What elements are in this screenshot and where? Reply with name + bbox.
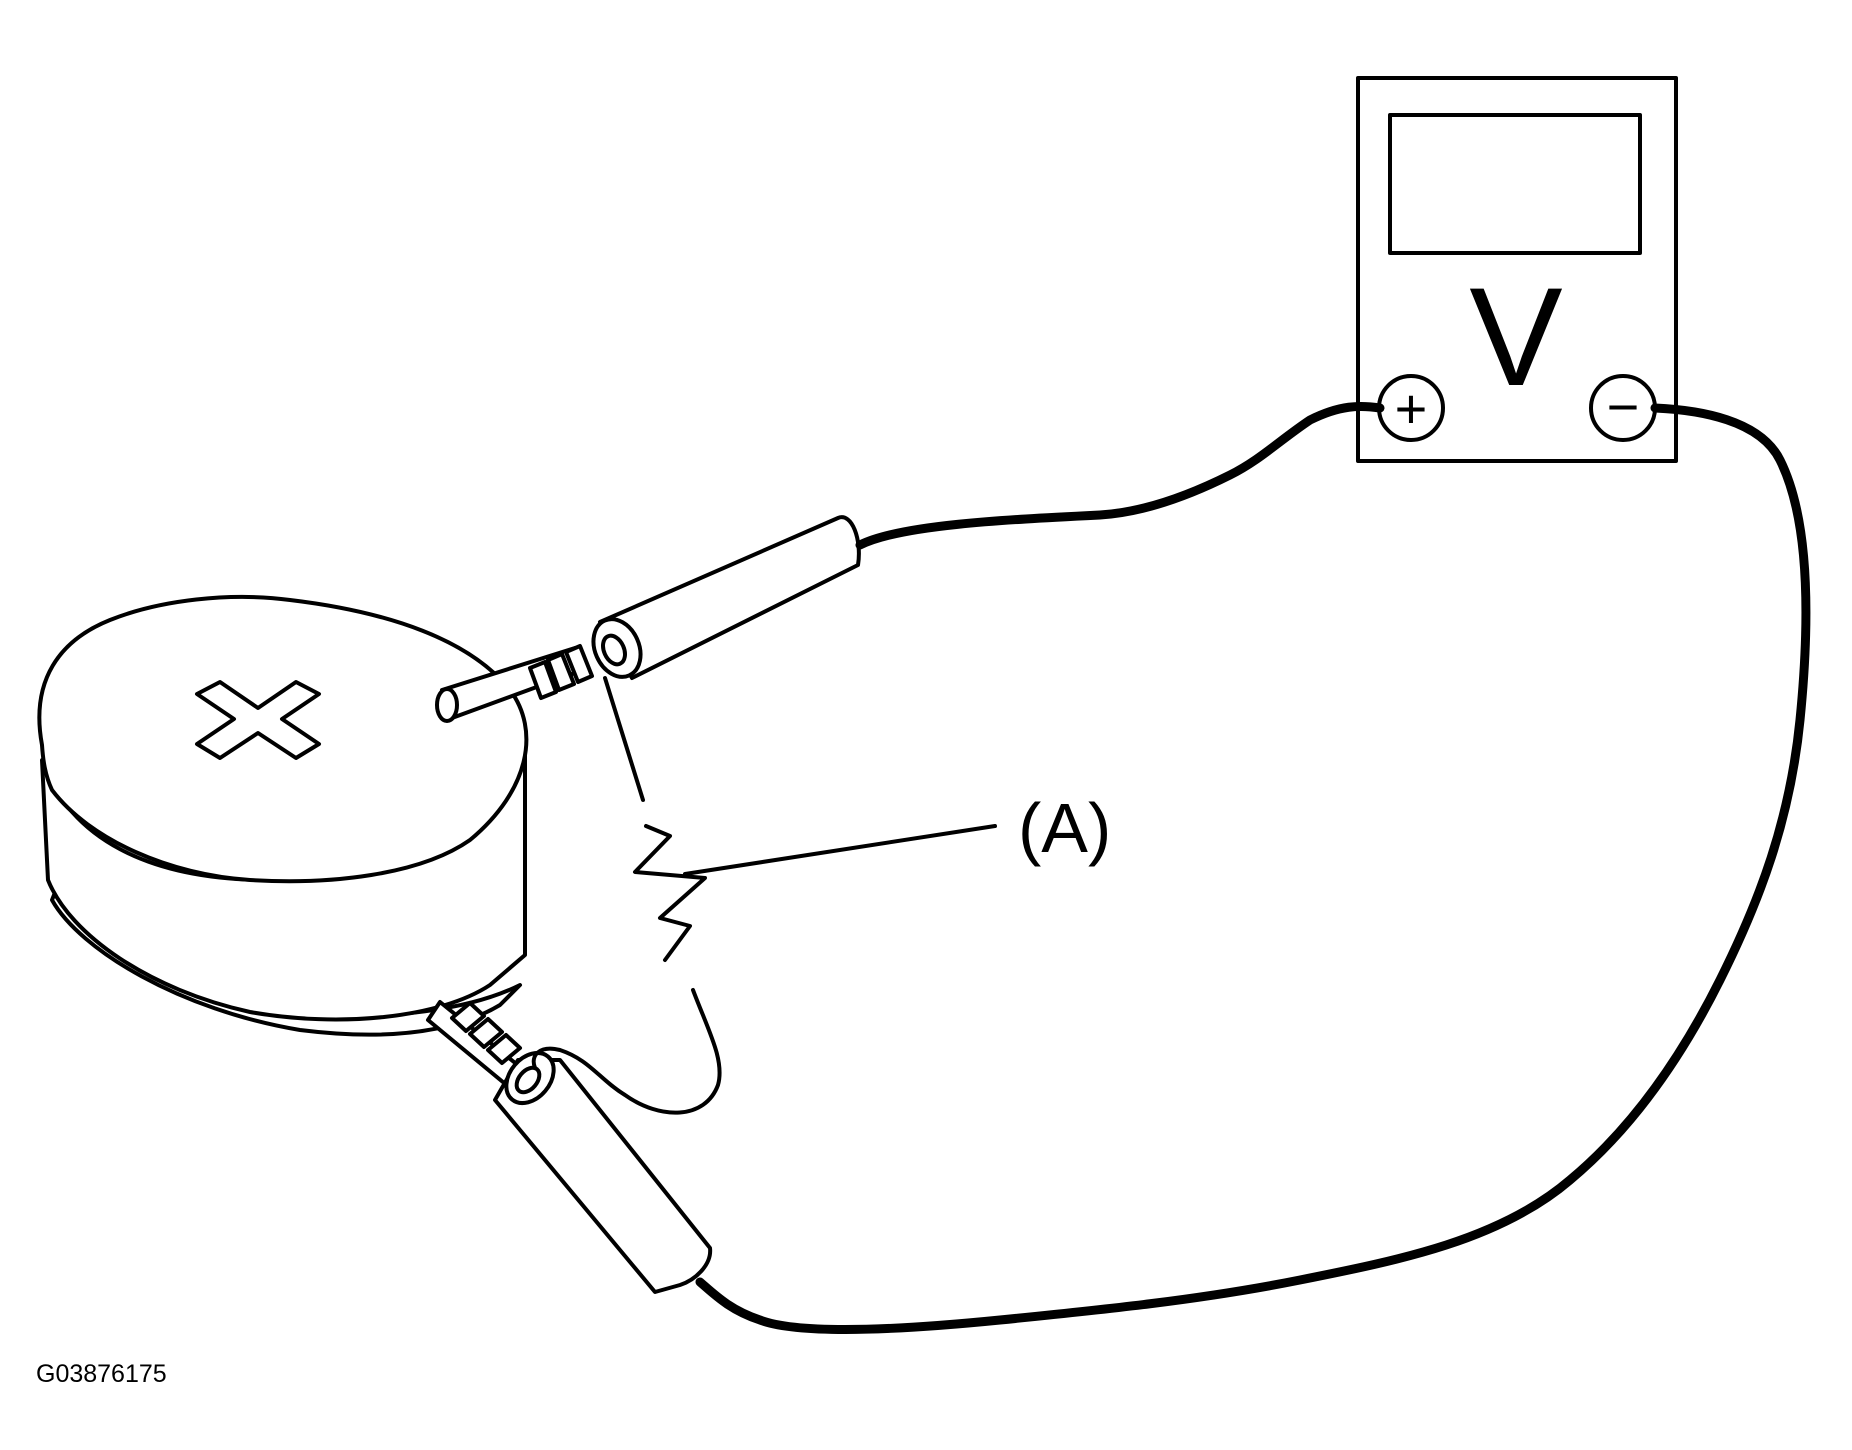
lead-upper-segment bbox=[603, 676, 645, 802]
negative-terminal-symbol: − bbox=[1607, 375, 1640, 438]
upper-pin-thread-1 bbox=[528, 660, 558, 700]
callout-leader-line bbox=[683, 824, 997, 876]
lower-probe-assembly bbox=[426, 1000, 713, 1294]
figure-id: G03876175 bbox=[36, 1360, 167, 1388]
lower-pin-thread-3 bbox=[486, 1033, 522, 1065]
positive-terminal-symbol: + bbox=[1395, 377, 1428, 440]
cross-symbol bbox=[195, 680, 321, 760]
upper-probe-socket bbox=[601, 633, 627, 667]
component-body bbox=[37, 594, 529, 1037]
lower-probe-socket bbox=[514, 1065, 542, 1095]
resistor-lead bbox=[531, 676, 722, 1115]
lower-pin-thread-2 bbox=[468, 1017, 504, 1049]
upper-pin-thread-2 bbox=[546, 652, 576, 692]
voltmeter-display bbox=[1388, 113, 1642, 255]
upper-pin-thread-3 bbox=[564, 644, 594, 684]
resistor-zigzag-symbol bbox=[633, 824, 707, 962]
voltmeter-unit-symbol: V bbox=[1469, 258, 1562, 415]
upper-pin-tip bbox=[435, 687, 459, 723]
voltmeter: V + − bbox=[1356, 76, 1678, 463]
negative-test-wire bbox=[695, 403, 1811, 1334]
lead-lower-segment bbox=[531, 988, 722, 1115]
positive-test-wire bbox=[855, 401, 1385, 550]
upper-probe-assembly bbox=[435, 515, 861, 723]
callout-label-a: (A) bbox=[1018, 789, 1111, 867]
lower-pin-thread-1 bbox=[450, 1001, 486, 1033]
lower-probe-body bbox=[493, 1058, 713, 1294]
upper-probe-body bbox=[598, 515, 861, 680]
